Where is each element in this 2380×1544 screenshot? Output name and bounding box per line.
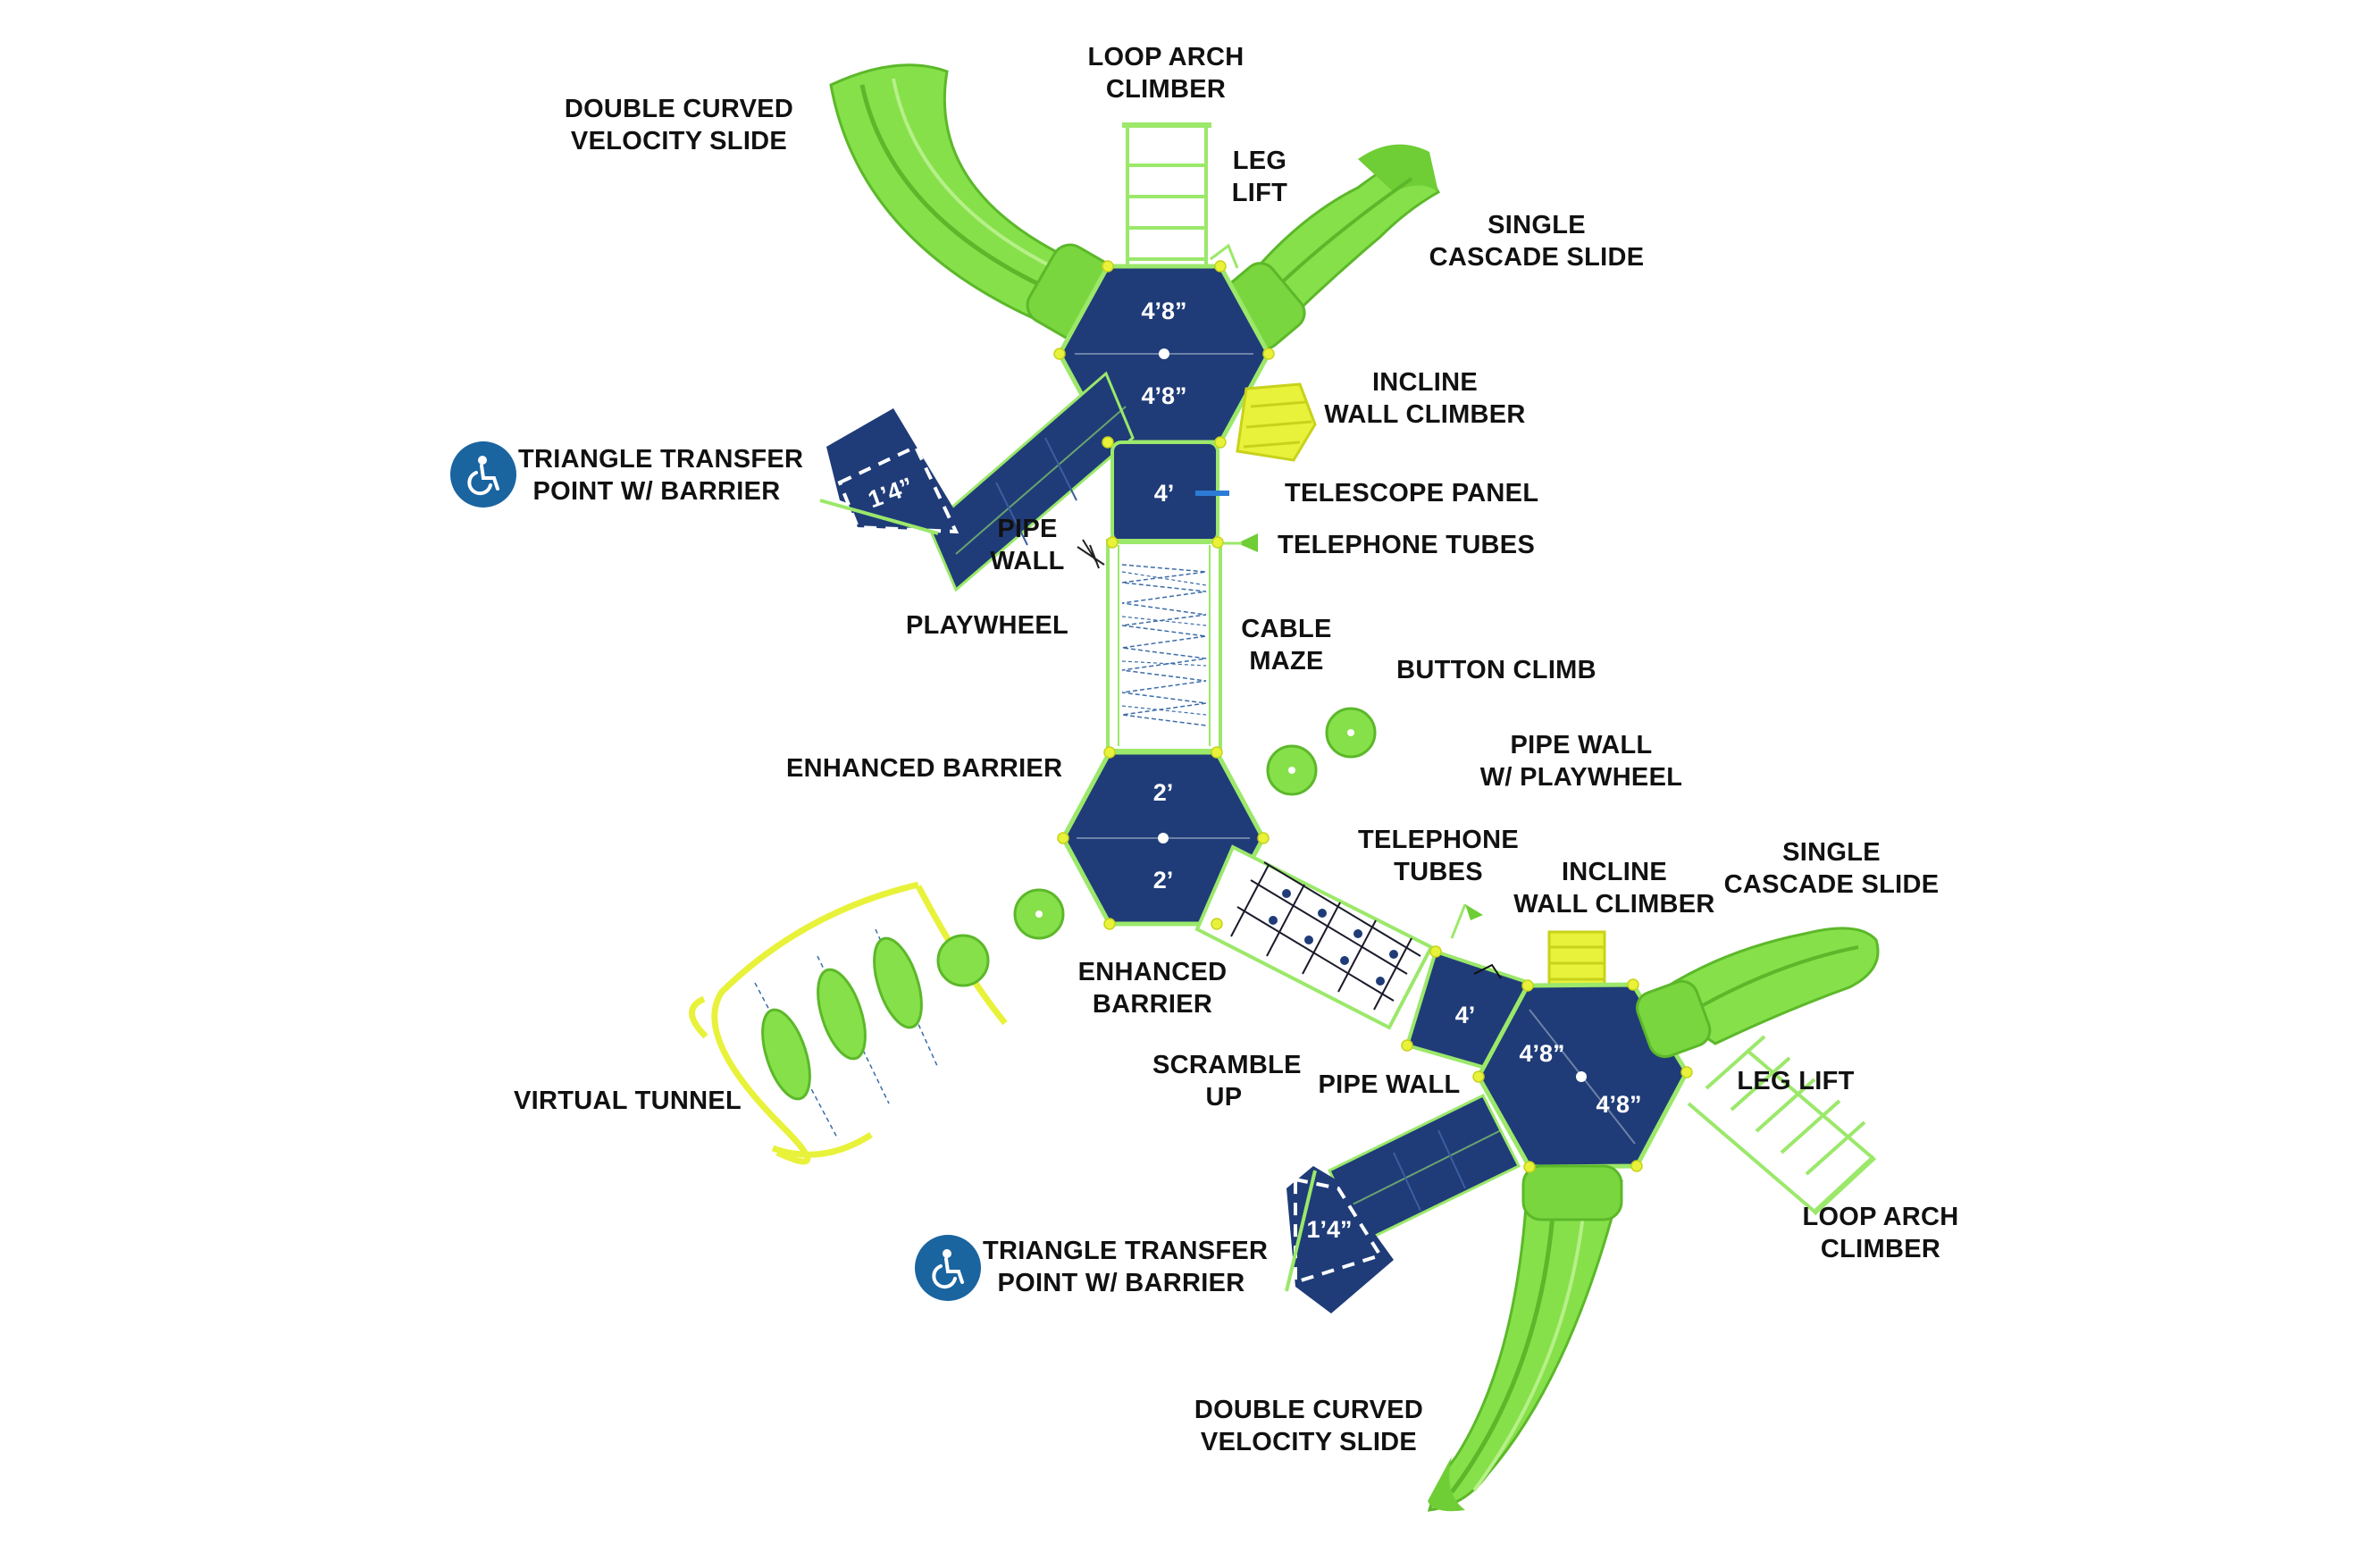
virtual-tunnel <box>689 881 1008 1165</box>
loop-arch-climber-bottom <box>1687 1035 1877 1216</box>
double-curved-slide-bottom <box>1427 1164 1623 1512</box>
deck-height-middle-upper: 2’ <box>1153 779 1174 806</box>
wheelchair-icon <box>915 1235 981 1301</box>
button-climb <box>1266 707 1377 796</box>
label-telephone-tubes-top: TELEPHONE TUBES <box>1278 531 1536 559</box>
deck-height-square-top: 4’ <box>1154 480 1175 507</box>
label-leg-lift-bottom: LEG LIFT <box>1737 1067 1855 1095</box>
wheelchair-icon <box>450 441 516 508</box>
incline-wall-climber-top <box>1236 382 1317 462</box>
triangle-transfer-top: 1’4” <box>819 408 965 538</box>
label-playwheel: PLAYWHEEL <box>905 611 1069 640</box>
deck-height-transfer-bottom: 1’4” <box>1306 1216 1352 1243</box>
deck-height-bottom-right: 4’8” <box>1596 1091 1641 1118</box>
label-enhanced-barrier-top: ENHANCED BARRIER <box>786 754 1063 783</box>
transfer-ramp-top <box>927 371 1135 592</box>
post-nodes <box>1053 260 1693 1173</box>
single-cascade-slide-bottom <box>1636 927 1880 1059</box>
deck-height-top-upper: 4’8” <box>1141 298 1186 324</box>
deck-height-top-lower: 4’8” <box>1141 382 1186 409</box>
leg-lift-top <box>1210 243 1239 269</box>
telephone-tube-middle-marker <box>1450 903 1483 939</box>
label-telescope-panel: TELESCOPE PANEL <box>1285 479 1539 508</box>
label-virtual-tunnel: VIRTUAL TUNNEL <box>514 1087 742 1115</box>
deck-height-bottom-left: 4’8” <box>1519 1040 1564 1067</box>
scramble-up-bridge <box>1194 844 1434 1030</box>
label-pipe-wall-bottom: PIPE WALL <box>1318 1070 1461 1099</box>
label-button-climb: BUTTON CLIMB <box>1396 656 1596 684</box>
triangle-transfer-bottom: 1’4” <box>1285 1166 1394 1313</box>
cable-maze <box>1106 539 1222 752</box>
deck-height-middle-lower: 2’ <box>1153 867 1174 894</box>
pipe-wall-top-marker <box>1077 539 1105 569</box>
telephone-tube-top-marker <box>1220 533 1258 552</box>
loop-arch-climber-top <box>1122 122 1211 268</box>
deck-height-square-bottom: 4’ <box>1455 1002 1476 1028</box>
deck-square-top: 4’ <box>1110 441 1229 544</box>
button-climb-left <box>1013 888 1065 940</box>
